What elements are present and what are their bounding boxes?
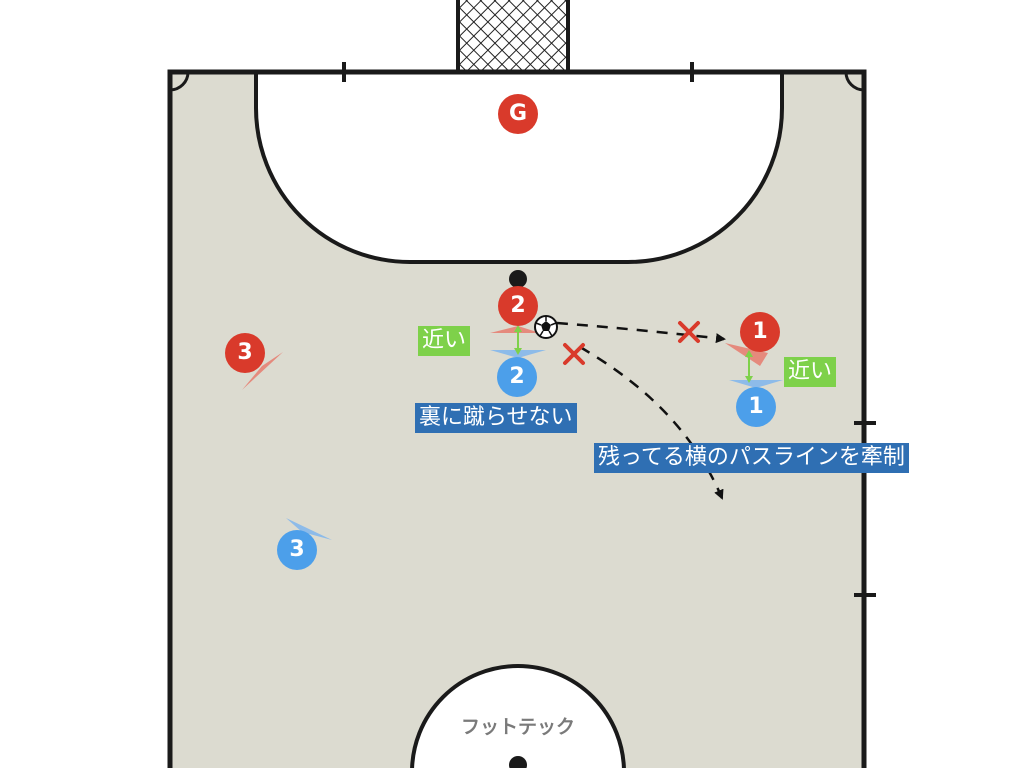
close-label-left: 近い bbox=[418, 326, 471, 356]
soccer-ball-icon bbox=[534, 315, 558, 339]
red-2-direction-wedge bbox=[490, 326, 540, 333]
red-player-2-token[interactable]: 2 bbox=[498, 286, 538, 326]
close-indicator-right bbox=[745, 350, 753, 383]
blue-player-3-token[interactable]: 3 bbox=[277, 530, 317, 570]
no-behind-label: 裏に蹴らせない bbox=[415, 403, 577, 433]
goal-net-icon bbox=[456, 0, 570, 74]
penalty-spot bbox=[509, 270, 527, 288]
blue-1-direction-wedge bbox=[729, 380, 783, 388]
brand-watermark: フットテック bbox=[460, 716, 575, 738]
red-player-3-token[interactable]: 3 bbox=[225, 333, 265, 373]
blue-player-1-token[interactable]: 1 bbox=[736, 387, 776, 427]
pass-arrow-to-red-1 bbox=[556, 321, 726, 344]
red-player-1-token[interactable]: 1 bbox=[740, 312, 780, 352]
restrain-pass-label: 残ってる横のパスラインを牽制 bbox=[594, 443, 909, 473]
cross-mark-icon bbox=[563, 343, 585, 365]
red-3-direction-wedge bbox=[242, 352, 283, 390]
close-label-right: 近い bbox=[784, 357, 837, 387]
blue-player-2-token[interactable]: 2 bbox=[497, 357, 537, 397]
close-indicator-left bbox=[514, 325, 522, 355]
penalty-area bbox=[254, 70, 784, 264]
pass-arrow-diagonal bbox=[579, 345, 724, 500]
corner-arc-right bbox=[844, 71, 865, 92]
goalkeeper-token[interactable]: G bbox=[498, 94, 538, 134]
corner-arc-left bbox=[169, 71, 190, 92]
blue-3-direction-wedge bbox=[286, 518, 332, 540]
cross-mark-icon bbox=[678, 321, 700, 343]
center-spot bbox=[509, 756, 527, 768]
center-circle bbox=[410, 664, 626, 768]
